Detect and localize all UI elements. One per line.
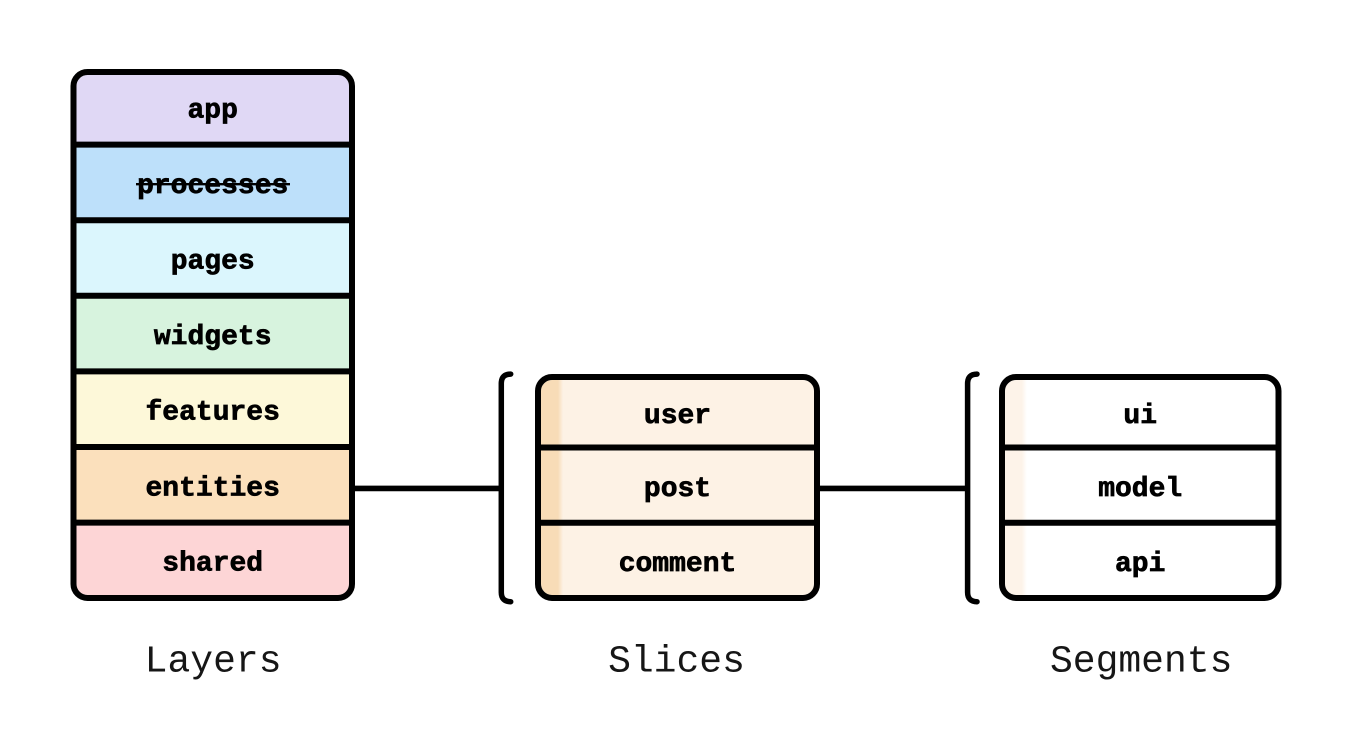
svg-text:post: post	[644, 474, 711, 505]
svg-text:ui: ui	[1123, 401, 1157, 432]
svg-text:pages: pages	[171, 247, 255, 278]
svg-text:entities: entities	[145, 474, 279, 505]
svg-text:shared: shared	[162, 549, 263, 580]
svg-text:api: api	[1115, 549, 1165, 580]
svg-text:Layers: Layers	[145, 641, 282, 684]
svg-text:app: app	[187, 96, 237, 127]
svg-text:widgets: widgets	[154, 322, 272, 353]
svg-text:Slices: Slices	[608, 641, 745, 684]
svg-text:processes: processes	[137, 171, 288, 202]
svg-text:Segments: Segments	[1050, 641, 1232, 684]
svg-text:features: features	[145, 398, 279, 429]
svg-text:user: user	[644, 401, 711, 432]
svg-text:model: model	[1098, 474, 1182, 505]
svg-text:comment: comment	[619, 549, 737, 580]
